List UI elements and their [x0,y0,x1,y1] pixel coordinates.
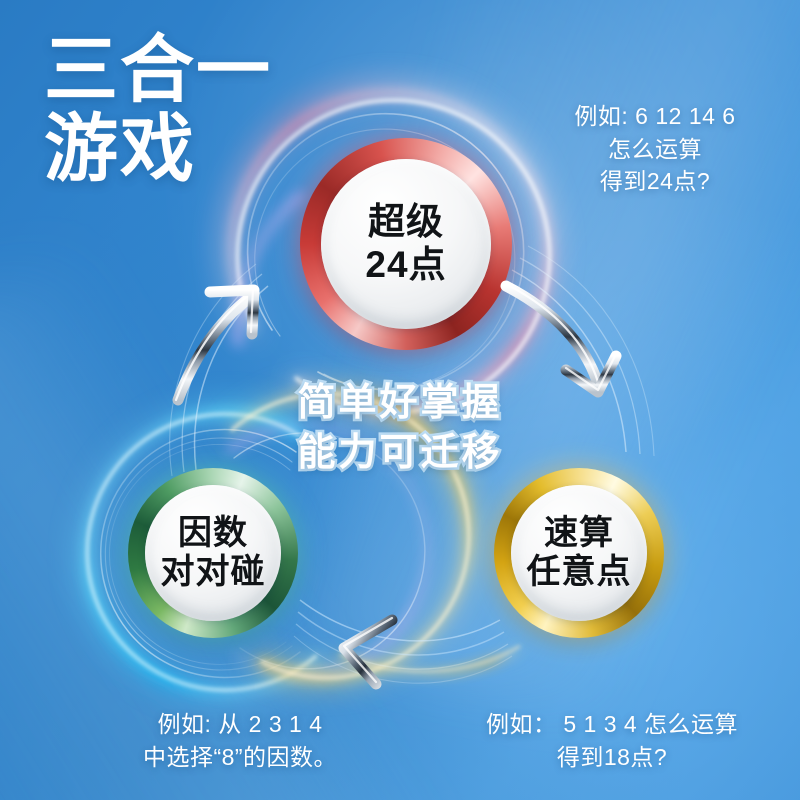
poster-title: 三合一 游戏 [44,28,272,190]
node-factor-match[interactable]: 因数 对对碰 [128,468,298,638]
node-fast-calc-line-2: 任意点 [526,553,632,591]
slogan-line-2: 能力可迁移 [295,430,503,477]
caption-top-right-line-1: 例如: 6 12 14 6 [574,103,736,129]
caption-bottom-right: 例如： 5 1 3 4 怎么运算 得到18点? [452,708,772,773]
center-slogan: 简单好掌握 能力可迁移 [0,378,800,478]
node-face-super-24: 超级 24点 [321,159,491,329]
caption-bottom-left-line-2: 中选择“8”的因数。 [142,743,338,770]
node-factor-match-line-1: 因数 [178,513,248,552]
node-super-24[interactable]: 超级 24点 [300,138,512,350]
caption-bottom-right-line-1: 例如： 5 1 3 4 怎么运算 [485,711,739,737]
node-factor-match-line-2: 对对碰 [160,553,266,591]
caption-bottom-right-line-2: 得到18点? [556,743,668,770]
caption-bottom-left: 例如: 从 2 3 1 4 中选择“8”的因数。 [95,708,385,773]
caption-top-right-line-2: 怎么运算 [608,135,702,162]
node-super-24-line-1: 超级 [368,201,444,243]
node-super-24-line-2: 24点 [365,244,447,285]
title-line-1: 三合一 [44,28,272,111]
node-face-factor-match: 因数 对对碰 [145,485,281,621]
slogan-line-1: 简单好掌握 [295,379,503,426]
arc-bottom-connectors [293,599,522,684]
node-face-fast-calc: 速算 任意点 [511,485,647,621]
node-fast-calc[interactable]: 速算 任意点 [494,468,664,638]
title-line-2: 游戏 [44,106,196,190]
arrow-top-to-right-icon [500,280,622,398]
arrow-right-to-left-icon [338,614,398,690]
caption-bottom-left-line-1: 例如: 从 2 3 1 4 [157,711,323,737]
node-fast-calc-line-1: 速算 [544,513,614,552]
caption-top-right: 例如: 6 12 14 6 怎么运算 得到24点? [525,100,785,198]
caption-top-right-line-3: 得到24点? [599,168,711,195]
